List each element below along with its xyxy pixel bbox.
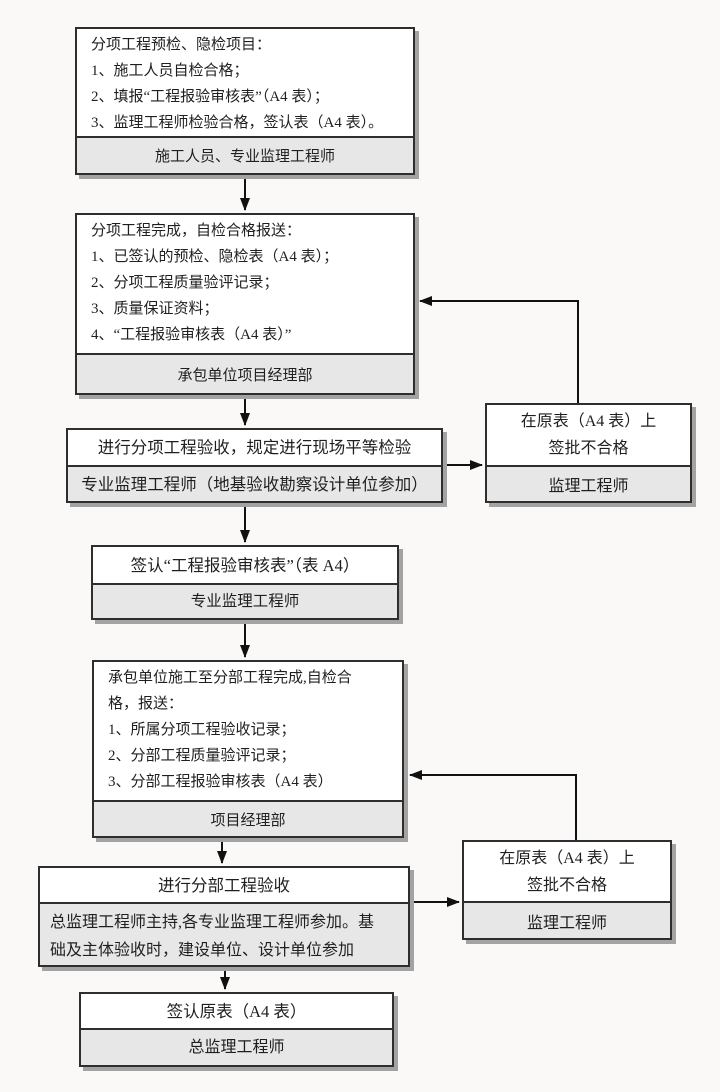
process-box-reject-subdivision: 在原表（A4 表）上 签批不合格 监理工程师 bbox=[462, 840, 672, 940]
responsible-party-label: 监理工程师 bbox=[464, 901, 670, 938]
process-box-subitem-acceptance: 进行分项工程验收，规定进行现场平等检验 专业监理工程师（地基验收勘察设计单位参加… bbox=[66, 428, 443, 503]
arrow-reject1-to-step2-feedback bbox=[419, 296, 579, 403]
box-text-line: 2、分项工程质量验评记录； bbox=[91, 275, 279, 291]
box-body: 在原表（A4 表）上 签批不合格 bbox=[487, 405, 690, 465]
box-text-line: 签批不合格 bbox=[526, 876, 607, 894]
responsible-party-label: 专业监理工程师 bbox=[93, 583, 397, 618]
box-text-line: 3、分部工程报验审核表（A4 表） bbox=[108, 774, 333, 790]
box-text-line: 4、“工程报验审核表（A4 表）” bbox=[91, 327, 292, 343]
responsible-party-line: 础及主体验收时，建设单位、设计单位参加 bbox=[50, 942, 355, 959]
box-body: 分项工程预检、隐检项目： 1、施工人员自检合格； 2、填报“工程报验审核表”（A… bbox=[77, 29, 413, 136]
box-body: 在原表（A4 表）上 签批不合格 bbox=[464, 842, 670, 901]
arrow-reject2-to-step5-feedback bbox=[409, 770, 577, 840]
box-body: 分项工程完成，自检合格报送： 1、已签认的预检、隐检表（A4 表）； 2、分项工… bbox=[77, 215, 413, 353]
box-text-line: 在原表（A4 表）上 bbox=[499, 849, 635, 867]
responsible-party-label: 总监理工程师主持,各专业监理工程师参加。基 础及主体验收时，建设单位、设计单位参… bbox=[40, 902, 408, 965]
box-text-line: 3、监理工程师检验合格，签认表（A4 表）。 bbox=[91, 115, 384, 131]
box-text-line: 3、质量保证资料； bbox=[91, 301, 219, 317]
box-text-line: 2、分部工程质量验评记录； bbox=[108, 748, 296, 764]
box-text-line: 签批不合格 bbox=[548, 440, 629, 457]
box-title: 进行分项工程验收，规定进行现场平等检验 bbox=[68, 430, 441, 465]
box-text-line: 1、所属分项工程验收记录； bbox=[108, 722, 296, 738]
box-text-line: 1、已签认的预检、隐检表（A4 表）； bbox=[91, 249, 339, 265]
box-text-line: 分项工程预检、隐检项目： bbox=[91, 37, 272, 53]
responsible-party-label: 监理工程师 bbox=[487, 465, 690, 501]
box-title: 签认原表（A4 表） bbox=[81, 994, 392, 1028]
process-box-subdivision-acceptance: 进行分部工程验收 总监理工程师主持,各专业监理工程师参加。基 础及主体验收时，建… bbox=[38, 866, 410, 967]
box-text-line: 格，报送： bbox=[108, 696, 184, 712]
box-text-line: 2、填报“工程报验审核表”（A4 表）； bbox=[91, 89, 329, 105]
box-text-line: 承包单位施工至分部工程完成,自检合 bbox=[108, 670, 352, 686]
box-title: 进行分部工程验收 bbox=[40, 868, 408, 902]
box-text-line: 分项工程完成，自检合格报送： bbox=[91, 223, 302, 239]
responsible-party-label: 总监理工程师 bbox=[81, 1028, 392, 1065]
process-box-subdivision-completed-submit: 承包单位施工至分部工程完成,自检合 格，报送： 1、所属分项工程验收记录； 2、… bbox=[92, 660, 404, 838]
responsible-party-label: 项目经理部 bbox=[94, 800, 402, 836]
box-title: 签认“工程报验审核表”（表 A4） bbox=[93, 547, 397, 583]
box-text-line: 1、施工人员自检合格； bbox=[91, 63, 249, 79]
box-text-line: 在原表（A4 表）上 bbox=[520, 413, 657, 430]
responsible-party-label: 专业监理工程师（地基验收勘察设计单位参加） bbox=[68, 465, 441, 501]
box-body: 承包单位施工至分部工程完成,自检合 格，报送： 1、所属分项工程验收记录； 2、… bbox=[94, 662, 402, 800]
process-box-reject-subitem: 在原表（A4 表）上 签批不合格 监理工程师 bbox=[485, 403, 692, 503]
process-box-sign-review-form: 签认“工程报验审核表”（表 A4） 专业监理工程师 bbox=[91, 545, 399, 620]
process-box-subitem-completed-submit: 分项工程完成，自检合格报送： 1、已签认的预检、隐检表（A4 表）； 2、分项工… bbox=[75, 213, 415, 395]
process-box-pre-inspection-items: 分项工程预检、隐检项目： 1、施工人员自检合格； 2、填报“工程报验审核表”（A… bbox=[75, 27, 415, 175]
responsible-party-label: 施工人员、专业监理工程师 bbox=[77, 136, 413, 173]
responsible-party-label: 承包单位项目经理部 bbox=[77, 353, 413, 393]
responsible-party-line: 总监理工程师主持,各专业监理工程师参加。基 bbox=[50, 914, 375, 931]
process-box-sign-original-form: 签认原表（A4 表） 总监理工程师 bbox=[79, 992, 394, 1067]
